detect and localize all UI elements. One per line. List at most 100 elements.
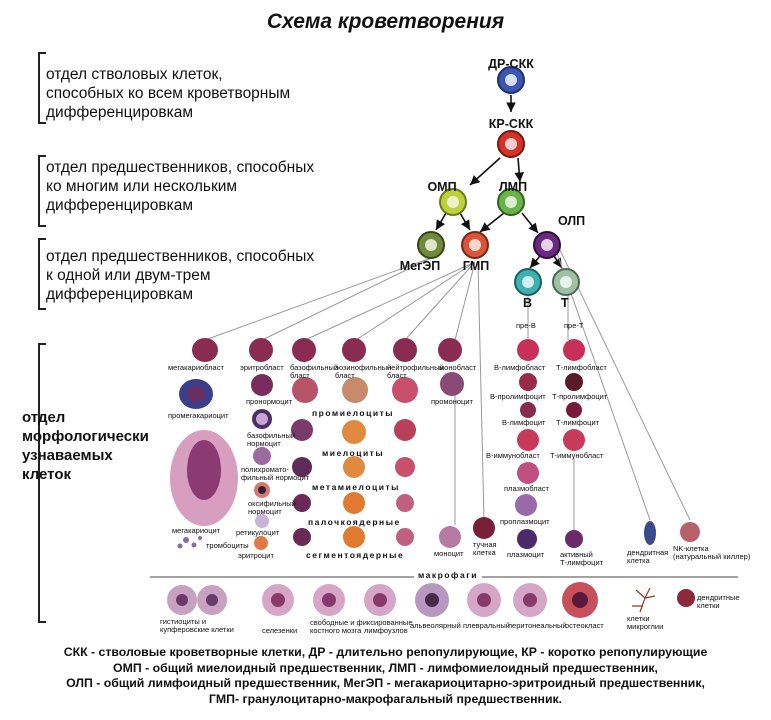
cell-basophilic-blast xyxy=(292,338,316,362)
label-b-prolymphocyte: В-пролимфоцит xyxy=(490,392,546,401)
label-pre-b: пре-В xyxy=(516,321,536,330)
label-metamyelocytes: метамиелоциты xyxy=(312,482,400,492)
label-monocyte: моноцит xyxy=(434,549,464,558)
cell-megakaryoblast xyxy=(192,338,218,362)
cell-nk xyxy=(680,522,700,542)
label-t-immunoblast: Т-иммунобласт xyxy=(550,451,604,460)
label-dendritic-cells: дендритные клетки xyxy=(697,593,740,610)
label-pre-t: пре-Т xyxy=(564,321,584,330)
cell-mast-cell xyxy=(473,517,495,539)
label-oxyphilic-normocyte: оксифильный нормоцит xyxy=(248,499,296,516)
label-macrophages: макрофаги xyxy=(414,570,482,580)
cell-dendritic xyxy=(644,521,656,545)
diagram-title: Схема кроветворения xyxy=(266,10,505,33)
cell-neutrophilic-blast xyxy=(393,338,417,362)
cell-pronormocyte xyxy=(251,374,273,396)
label-erythrocyte: эритроцит xyxy=(238,551,274,560)
label-promegakaryocyte: промегакариоцит xyxy=(168,411,229,420)
label-monoblast: монобласт xyxy=(439,363,477,372)
node-gmp-label: ГМП xyxy=(462,259,490,273)
section-bracket-multi xyxy=(38,155,46,227)
arrow-lmp-gmp xyxy=(479,212,505,233)
arrow-olp-b xyxy=(529,255,541,269)
cell-reticulocyte xyxy=(255,514,269,528)
node-kr-skk xyxy=(497,130,525,158)
label-band: палочкоядерные xyxy=(308,517,401,527)
section-bracket-uni xyxy=(38,238,46,310)
arrow-olp-t xyxy=(552,255,563,269)
node-gmp xyxy=(461,231,489,259)
cell-erythroblast xyxy=(249,338,273,362)
label-alveolar: альвеолярный xyxy=(410,621,461,630)
node-omp-label: ОМП xyxy=(427,180,457,194)
label-promyelocytes: промиелоциты xyxy=(312,408,394,418)
cell-b-lymphocyte xyxy=(520,402,536,418)
node-omp xyxy=(439,188,467,216)
cell-t-lymphocyte xyxy=(566,402,582,418)
label-proplasmocyte: проплазмоцит xyxy=(500,517,550,526)
section-bracket-morph xyxy=(38,343,46,623)
label-lymph-nodes: лимфоузлов xyxy=(364,626,408,635)
node-lmp-label: ЛМП xyxy=(498,180,528,194)
arrow-kr-omp xyxy=(469,157,501,186)
lineage-arrows xyxy=(435,95,563,269)
section-morph-label: отдел морфологически узнаваемых клеток xyxy=(22,409,149,483)
label-thrombocytes: тромбоциты xyxy=(206,541,249,550)
label-reticulocyte: ретикулоцит xyxy=(236,528,280,537)
label-erythroblast: эритробласт xyxy=(240,363,284,372)
label-osteoclast: остеокласт xyxy=(565,621,604,630)
label-dendritic: дендритная клетка xyxy=(627,548,669,565)
label-nk: NK-клетка (натуральный киллер) xyxy=(673,544,751,561)
label-microglia: клетки микроглии xyxy=(627,614,664,631)
label-b-lymphocyte: В-лимфоцит xyxy=(502,418,546,427)
label-mast-cell: тучная клетка xyxy=(473,540,497,557)
cell-erythrocyte xyxy=(254,536,268,550)
label-t-prolymphocyte: Т-пролимфоцит xyxy=(552,392,608,401)
macrophage-images xyxy=(167,582,695,618)
label-b-immunoblast: В-иммунобласт xyxy=(486,451,540,460)
label-plasmocyte: плазмоцит xyxy=(507,550,545,559)
label-megakaryoblast: мегакариобласт xyxy=(168,363,224,372)
node-lmp xyxy=(497,188,525,216)
cell-promonocyte xyxy=(440,372,464,396)
label-megakaryocyte: мегакариоцит xyxy=(172,526,221,535)
section-stem-label: отдел стволовых клеток, способных ко все… xyxy=(46,66,291,121)
cell-monocyte xyxy=(439,526,461,548)
node-b-label: B xyxy=(523,296,533,310)
node-meg xyxy=(417,231,445,259)
cell-b-lymphoblast xyxy=(517,339,539,361)
cell-monoblast xyxy=(438,338,462,362)
cell-t-prolymphocyte xyxy=(565,373,583,391)
label-neutrophilic-blast: нейтрофильный бласт xyxy=(387,363,444,380)
label-free-fixed: свободные и фиксированные костного мозга xyxy=(310,618,413,635)
label-segmented: сегментоядерные xyxy=(306,550,405,560)
cell-t-immunoblast xyxy=(563,429,585,451)
label-peritoneal: перитонеальный xyxy=(508,621,567,630)
label-basophilic-blast: базофильный бласт xyxy=(290,363,339,380)
label-active-t: активный Т-лимфоцит xyxy=(560,550,604,567)
label-t-lymphocyte: Т-лимфоцит xyxy=(556,418,600,427)
cell-b-immunoblast xyxy=(517,429,539,451)
cell-active-t xyxy=(565,530,583,548)
label-pleural: плевральный xyxy=(463,621,510,630)
cell-plasmoblast xyxy=(517,462,539,484)
cell-thrombocytes xyxy=(177,536,202,549)
abbreviation-legend: СКК - стволовые кроветворные клетки, ДР … xyxy=(63,645,708,706)
node-dr-label: ДР-СКК xyxy=(488,57,534,71)
label-b-lymphoblast: В-лимфобласт xyxy=(494,363,546,372)
node-olp xyxy=(533,231,561,259)
label-eosinophilic-blast: эозинофильный бласт xyxy=(335,363,392,380)
node-b xyxy=(514,268,542,296)
arrow-kr-lmp xyxy=(514,157,524,183)
cell-images xyxy=(170,338,700,550)
arrow-omp-meg xyxy=(435,212,447,231)
node-olp-label: ОЛП xyxy=(558,214,586,228)
cell-eosinophilic-blast xyxy=(342,338,366,362)
node-t xyxy=(552,268,580,296)
node-meg-label: МегЭП xyxy=(399,259,441,273)
section-bracket-stem xyxy=(38,52,46,124)
label-pronormocyte: пронормоцит xyxy=(246,397,293,406)
section-multi-label: отдел предшественников, способных ко мно… xyxy=(46,159,315,214)
label-polychrome-normocyte: полихромато- фильный нормоцит xyxy=(241,465,310,482)
cell-polychrome-normocyte xyxy=(253,447,271,465)
